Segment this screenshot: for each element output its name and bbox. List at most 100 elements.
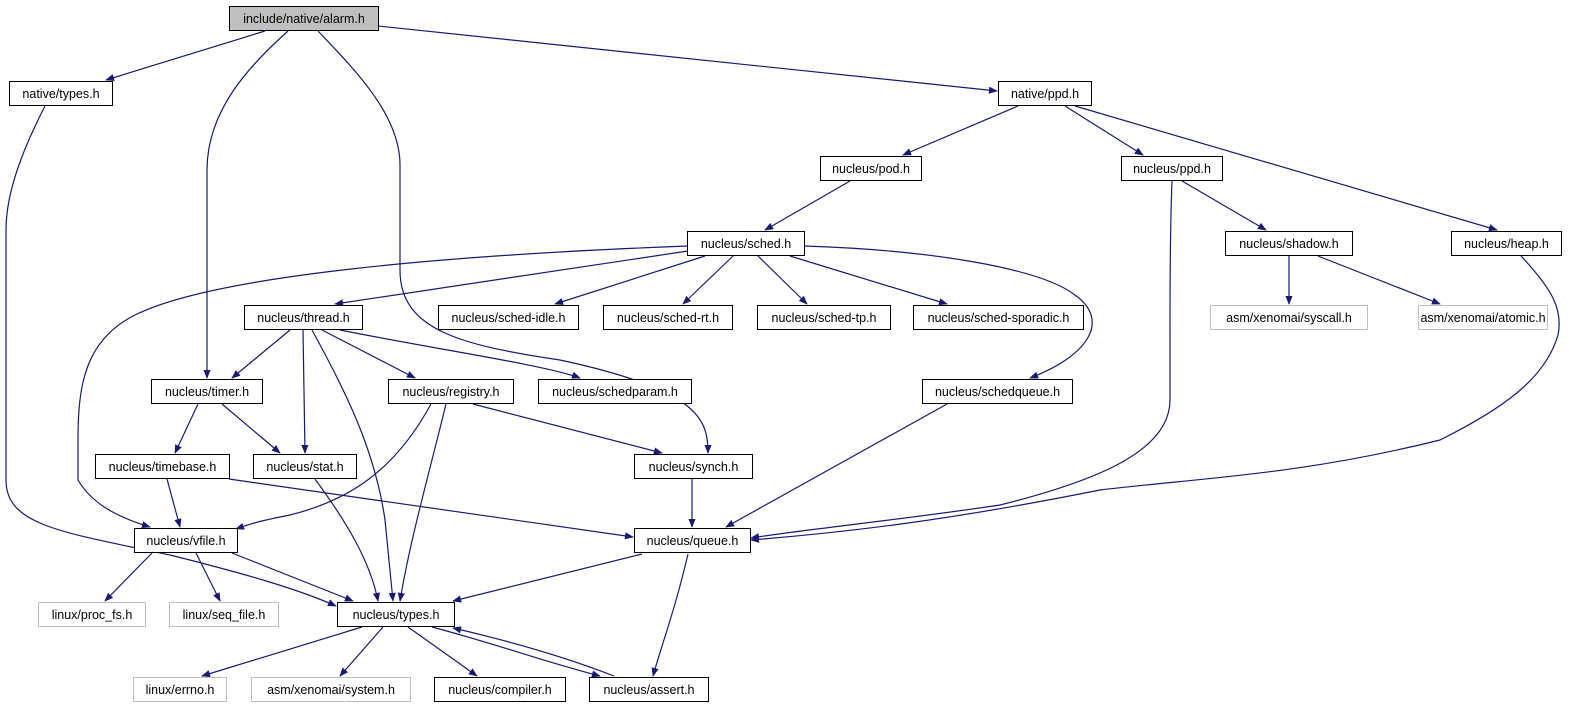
edge-thread-to-stat — [301, 329, 309, 454]
node-ntypes2[interactable]: nucleus/types.h — [337, 602, 455, 627]
edge-thread-to-registry — [321, 329, 416, 379]
node-box — [133, 677, 227, 702]
edge-thread-to-schedparam — [339, 329, 581, 379]
node-label: nucleus/stat.h — [266, 460, 343, 474]
node-label: asm/xenomai/syscall.h — [1226, 311, 1352, 325]
node-root[interactable]: include/native/alarm.h — [229, 6, 379, 31]
node-label: nucleus/schedparam.h — [552, 385, 678, 399]
node-box — [1121, 156, 1223, 181]
edge-ntypes-to-ntypes2 — [5, 105, 337, 607]
node-box — [337, 602, 455, 627]
node-schedparam[interactable]: nucleus/schedparam.h — [538, 379, 692, 404]
node-ppd[interactable]: nucleus/ppd.h — [1121, 156, 1223, 181]
node-nppd[interactable]: native/ppd.h — [998, 81, 1092, 106]
node-label: nucleus/shadow.h — [1239, 237, 1338, 251]
node-timebase[interactable]: nucleus/timebase.h — [95, 454, 230, 479]
nodes-layer: include/native/alarm.h native/types.h nati… — [9, 6, 1562, 702]
node-label: nucleus/thread.h — [257, 311, 349, 325]
node-label: nucleus/compiler.h — [448, 683, 552, 697]
node-label: nucleus/timebase.h — [109, 460, 217, 474]
node-sched[interactable]: nucleus/sched.h — [687, 231, 805, 256]
node-syscall: asm/xenomai/syscall.h — [1210, 305, 1368, 330]
node-label: nucleus/assert.h — [603, 683, 694, 697]
edge-sched-to-schedqueue — [803, 245, 1093, 379]
node-label: nucleus/sched-idle.h — [452, 311, 566, 325]
node-label: nucleus/sched.h — [701, 237, 791, 251]
node-timer[interactable]: nucleus/timer.h — [151, 379, 263, 404]
node-label: linux/seq_file.h — [183, 608, 266, 622]
edge-schedqueue-to-queue — [725, 403, 948, 528]
edge-registry-to-synch — [472, 403, 663, 455]
node-box — [1225, 231, 1353, 256]
node-sspor[interactable]: nucleus/sched-sporadic.h — [913, 305, 1084, 330]
node-label: nucleus/schedqueue.h — [935, 385, 1060, 399]
node-ntypes[interactable]: native/types.h — [9, 81, 113, 106]
node-shadow[interactable]: nucleus/shadow.h — [1225, 231, 1353, 256]
edge-nppd-to-heap — [1074, 105, 1498, 232]
edge-ppd-to-shadow — [1181, 180, 1267, 231]
node-label: native/ppd.h — [1011, 87, 1079, 101]
node-sidle[interactable]: nucleus/sched-idle.h — [438, 305, 579, 330]
node-thread[interactable]: nucleus/thread.h — [244, 305, 363, 330]
node-pod[interactable]: nucleus/pod.h — [820, 156, 922, 181]
node-box — [434, 677, 566, 702]
node-box — [253, 454, 357, 479]
node-box — [538, 379, 692, 404]
node-label: asm/xenomai/atomic.h — [1420, 311, 1545, 325]
edge-ntypes2-to-system — [339, 626, 384, 677]
edge-queue-to-assert — [651, 553, 689, 677]
node-label: nucleus/synch.h — [649, 460, 739, 474]
node-label: nucleus/timer.h — [165, 385, 249, 399]
node-srt[interactable]: nucleus/sched-rt.h — [603, 305, 733, 330]
node-label: nucleus/heap.h — [1464, 237, 1549, 251]
edge-queue-to-ntypes2 — [452, 553, 643, 603]
node-registry[interactable]: nucleus/registry.h — [388, 379, 514, 404]
edge-root-to-timer — [203, 30, 289, 379]
edge-root-to-ntypes — [105, 30, 266, 82]
node-label: nucleus/types.h — [353, 608, 440, 622]
node-box — [603, 305, 733, 330]
edge-timer-to-stat — [221, 403, 281, 454]
node-box — [998, 81, 1092, 106]
edge-vfile-to-ntypes2 — [231, 552, 354, 602]
node-box — [388, 379, 514, 404]
edge-shadow-to-atomic — [1317, 255, 1441, 305]
node-label: linux/proc_fs.h — [52, 608, 133, 622]
edge-sched-to-vfile — [77, 245, 689, 529]
node-schedqueue[interactable]: nucleus/schedqueue.h — [922, 379, 1073, 404]
node-stat[interactable]: nucleus/stat.h — [253, 454, 357, 479]
edge-timer-to-timebase — [174, 403, 199, 454]
edge-ntypes2-to-compiler — [407, 626, 478, 677]
node-vfile[interactable]: nucleus/vfile.h — [134, 528, 238, 553]
edge-pod-to-sched — [764, 180, 851, 231]
node-label: native/types.h — [22, 87, 99, 101]
node-heap[interactable]: nucleus/heap.h — [1451, 231, 1562, 256]
edge-ntypes2-to-assert — [431, 626, 601, 678]
edge-timebase-to-vfile — [166, 478, 182, 528]
edge-registry-to-ntypes2 — [397, 403, 447, 602]
node-box — [1210, 305, 1368, 330]
edge-assert-to-ntypes2 — [452, 626, 615, 677]
node-box — [922, 379, 1073, 404]
edge-sched-to-srt — [682, 255, 734, 305]
node-stp[interactable]: nucleus/sched-tp.h — [757, 305, 891, 330]
edge-stat-to-ntypes2 — [314, 478, 380, 602]
node-assert[interactable]: nucleus/assert.h — [589, 677, 709, 702]
node-label: nucleus/ppd.h — [1133, 162, 1211, 176]
node-box — [251, 677, 411, 702]
edge-nppd-to-pod — [902, 105, 1019, 156]
node-queue[interactable]: nucleus/queue.h — [634, 528, 751, 553]
node-box — [687, 231, 805, 256]
edge-vfile-to-seqfile — [195, 552, 221, 602]
node-box — [1451, 231, 1562, 256]
node-box — [229, 6, 379, 31]
node-label: nucleus/vfile.h — [146, 534, 225, 548]
edge-sched-to-sidle — [554, 255, 706, 305]
node-box — [820, 156, 922, 181]
node-label: asm/xenomai/system.h — [267, 683, 395, 697]
node-box — [134, 528, 238, 553]
edge-heap-to-queue — [750, 255, 1560, 543]
node-synch[interactable]: nucleus/synch.h — [634, 454, 753, 479]
node-compiler[interactable]: nucleus/compiler.h — [434, 677, 566, 702]
node-box — [9, 81, 113, 106]
